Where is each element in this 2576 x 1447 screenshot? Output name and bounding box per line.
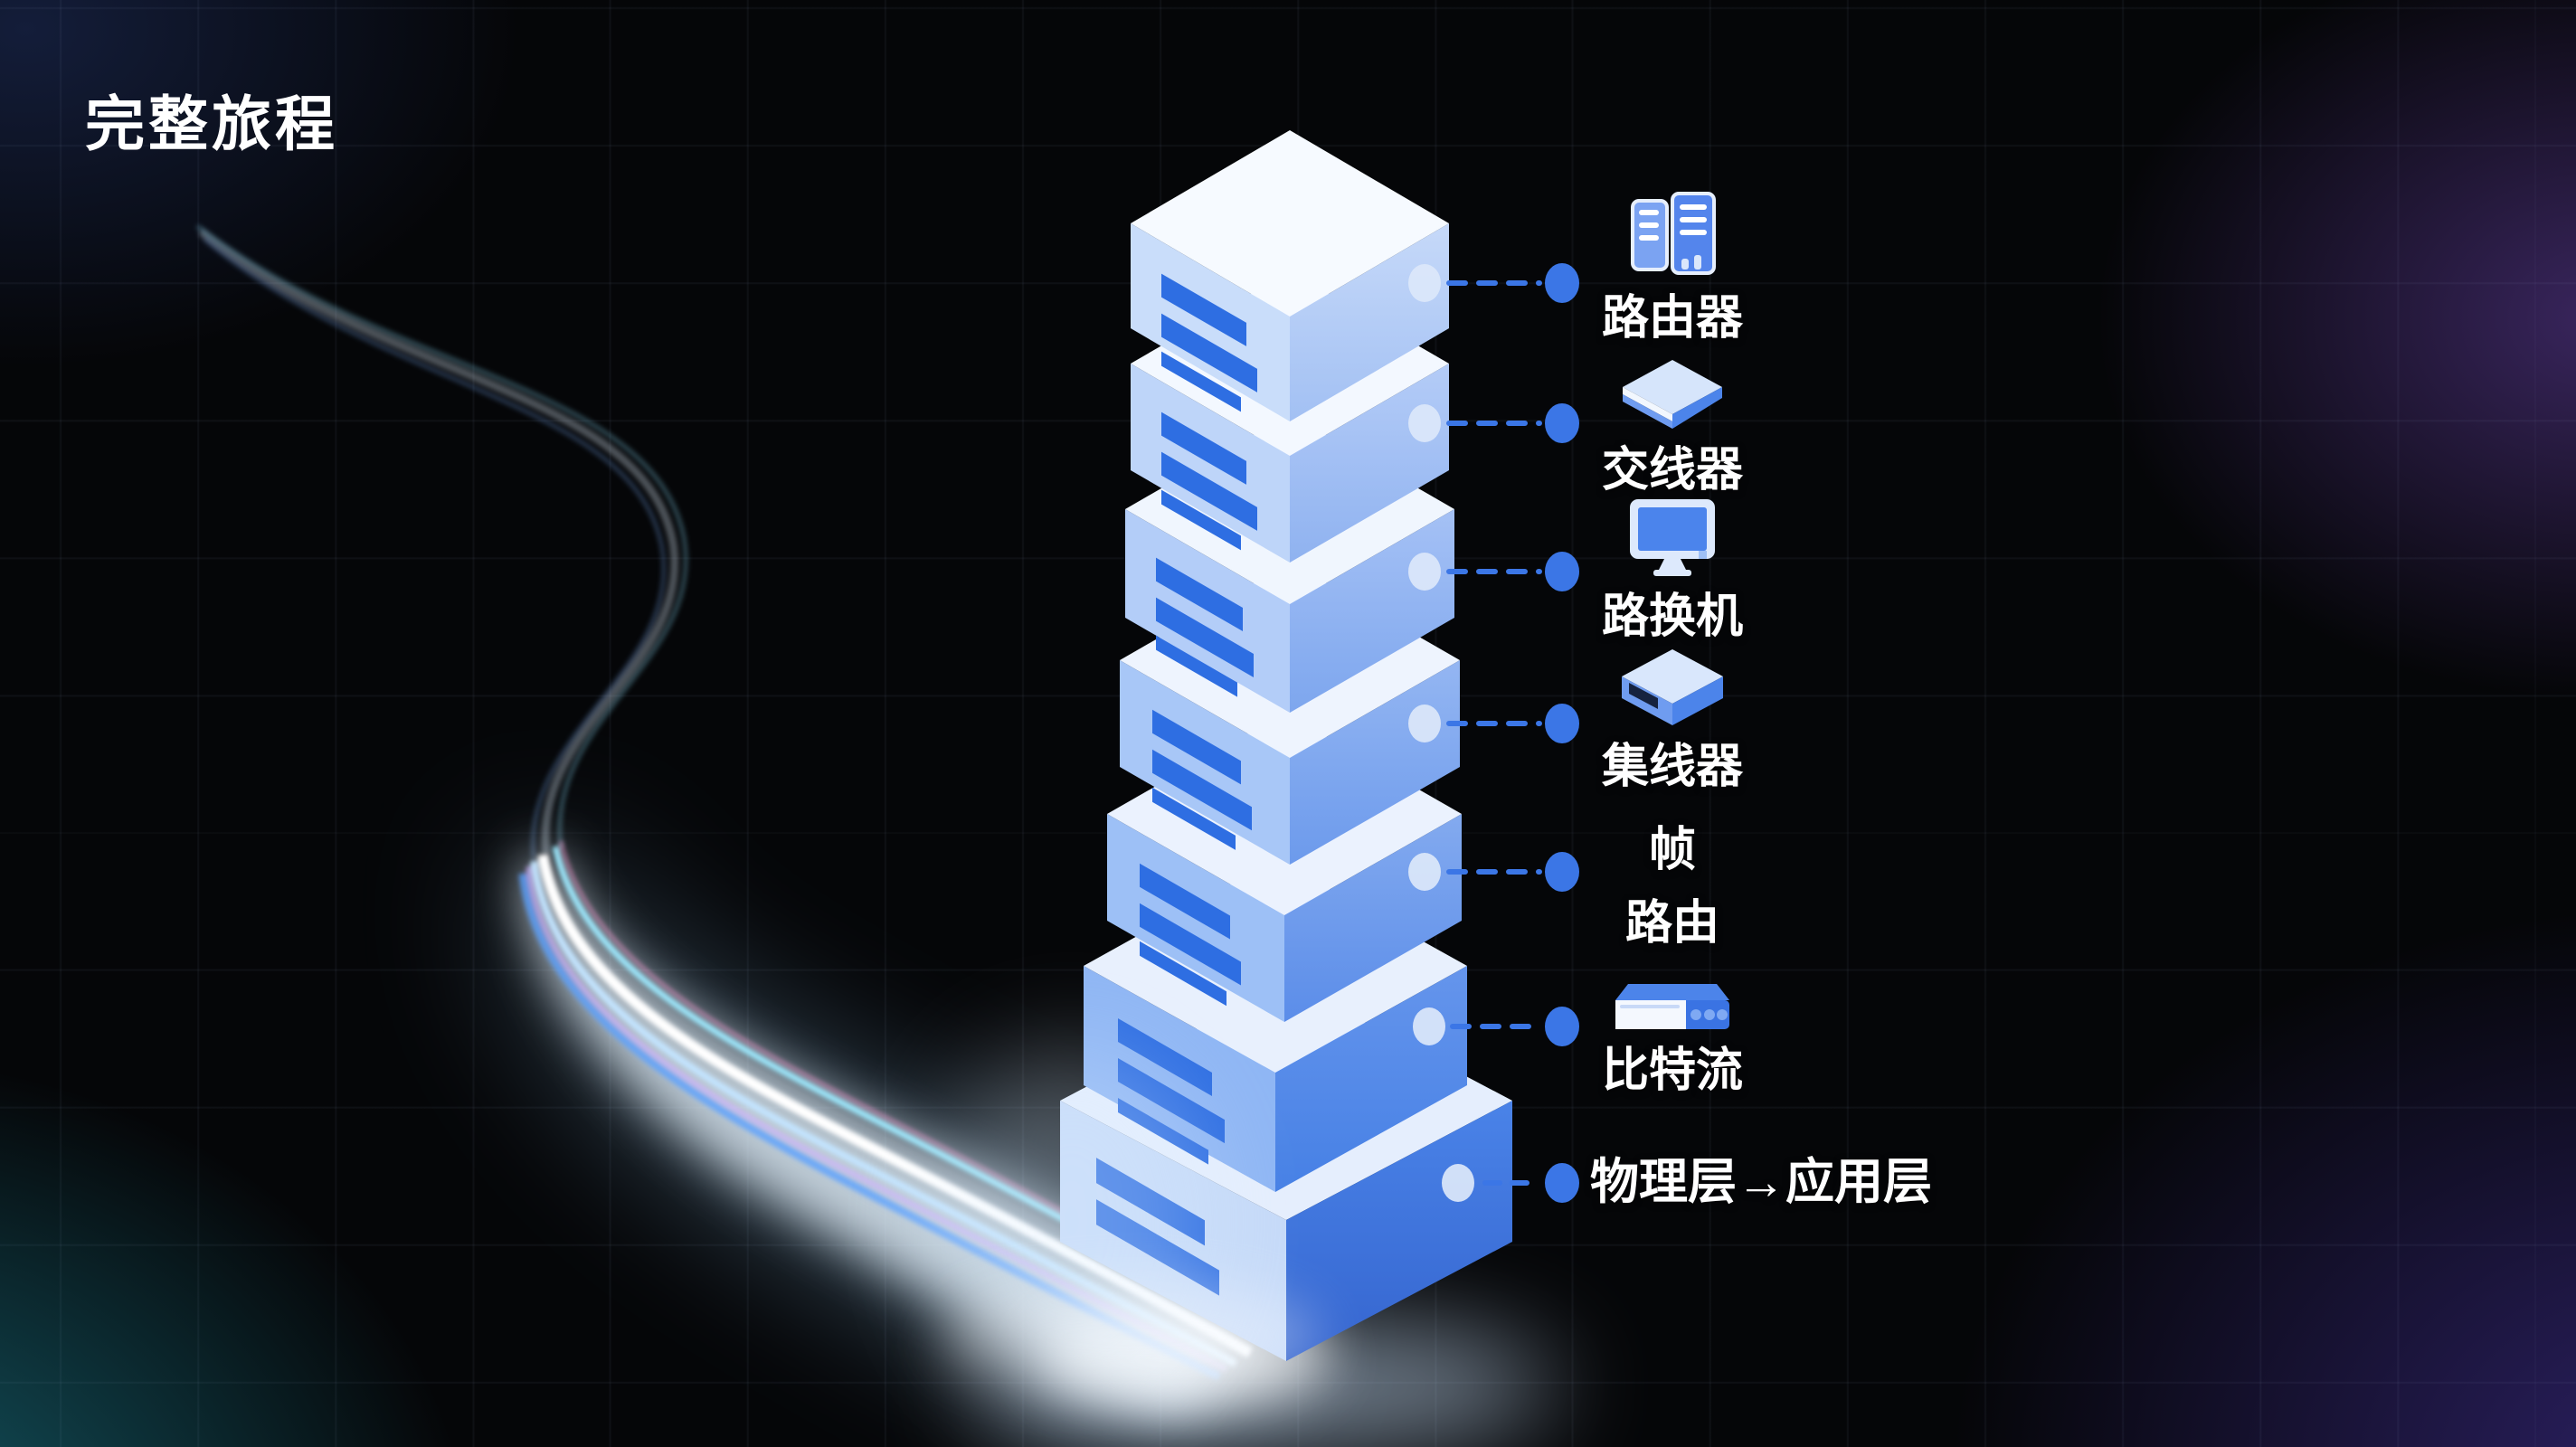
label-row-router: 路由器 <box>1567 190 1777 348</box>
box-stripes <box>1161 273 1257 412</box>
label-row-monitor: 路换机 <box>1567 496 1777 647</box>
label-row-hub: 集线器 <box>1567 648 1777 797</box>
layer-box-1 <box>1131 130 1449 421</box>
connector-dot <box>1545 552 1579 591</box>
label-route: 路由 <box>1624 897 1719 950</box>
connector-dot <box>1545 704 1579 743</box>
label-row-layers: 物理层→应用层 <box>1590 1152 1932 1214</box>
label-router: 路由器 <box>1601 292 1743 345</box>
page-title: 完整旅程 <box>85 90 338 157</box>
label-row-switch: 交线器 <box>1567 356 1777 500</box>
face-dot <box>1408 553 1441 591</box>
tower-stack <box>1060 130 1512 1361</box>
label-frame: 帧 <box>1648 824 1696 876</box>
face-dot <box>1408 404 1441 442</box>
label-row-frame: 帧 路由 <box>1567 821 1777 953</box>
face-dot <box>1413 1007 1445 1045</box>
connector-dot <box>1545 852 1579 892</box>
label-monitor: 路换机 <box>1601 591 1743 643</box>
connector-dots <box>1545 263 1579 1203</box>
connector-dot <box>1545 403 1579 443</box>
hub-icon <box>1622 649 1723 725</box>
face-dot <box>1408 853 1441 891</box>
monitor-icon <box>1630 499 1715 576</box>
modem-icon <box>1615 984 1729 1029</box>
label-row-bitstream: 比特流 <box>1567 980 1777 1101</box>
connectors <box>1446 280 1542 1186</box>
connector-dot <box>1545 263 1579 303</box>
label-bitstream: 比特流 <box>1601 1045 1743 1097</box>
label-switch: 交线器 <box>1601 444 1743 497</box>
switch-icon <box>1623 360 1722 429</box>
box-stripes <box>1161 411 1257 551</box>
router-icon <box>1631 192 1716 275</box>
trail-front-glow <box>936 1045 1321 1397</box>
box-stripes <box>1140 863 1241 1007</box>
box-stripes <box>1156 557 1254 697</box>
face-dot <box>1442 1164 1474 1202</box>
face-dot <box>1408 705 1441 742</box>
box-stripes <box>1152 709 1252 850</box>
label-phys-to-app: 物理层→应用层 <box>1590 1155 1932 1209</box>
label-hub: 集线器 <box>1601 741 1743 793</box>
connector-dot <box>1545 1007 1579 1046</box>
connector-dot <box>1545 1163 1579 1203</box>
face-dot <box>1408 264 1441 302</box>
